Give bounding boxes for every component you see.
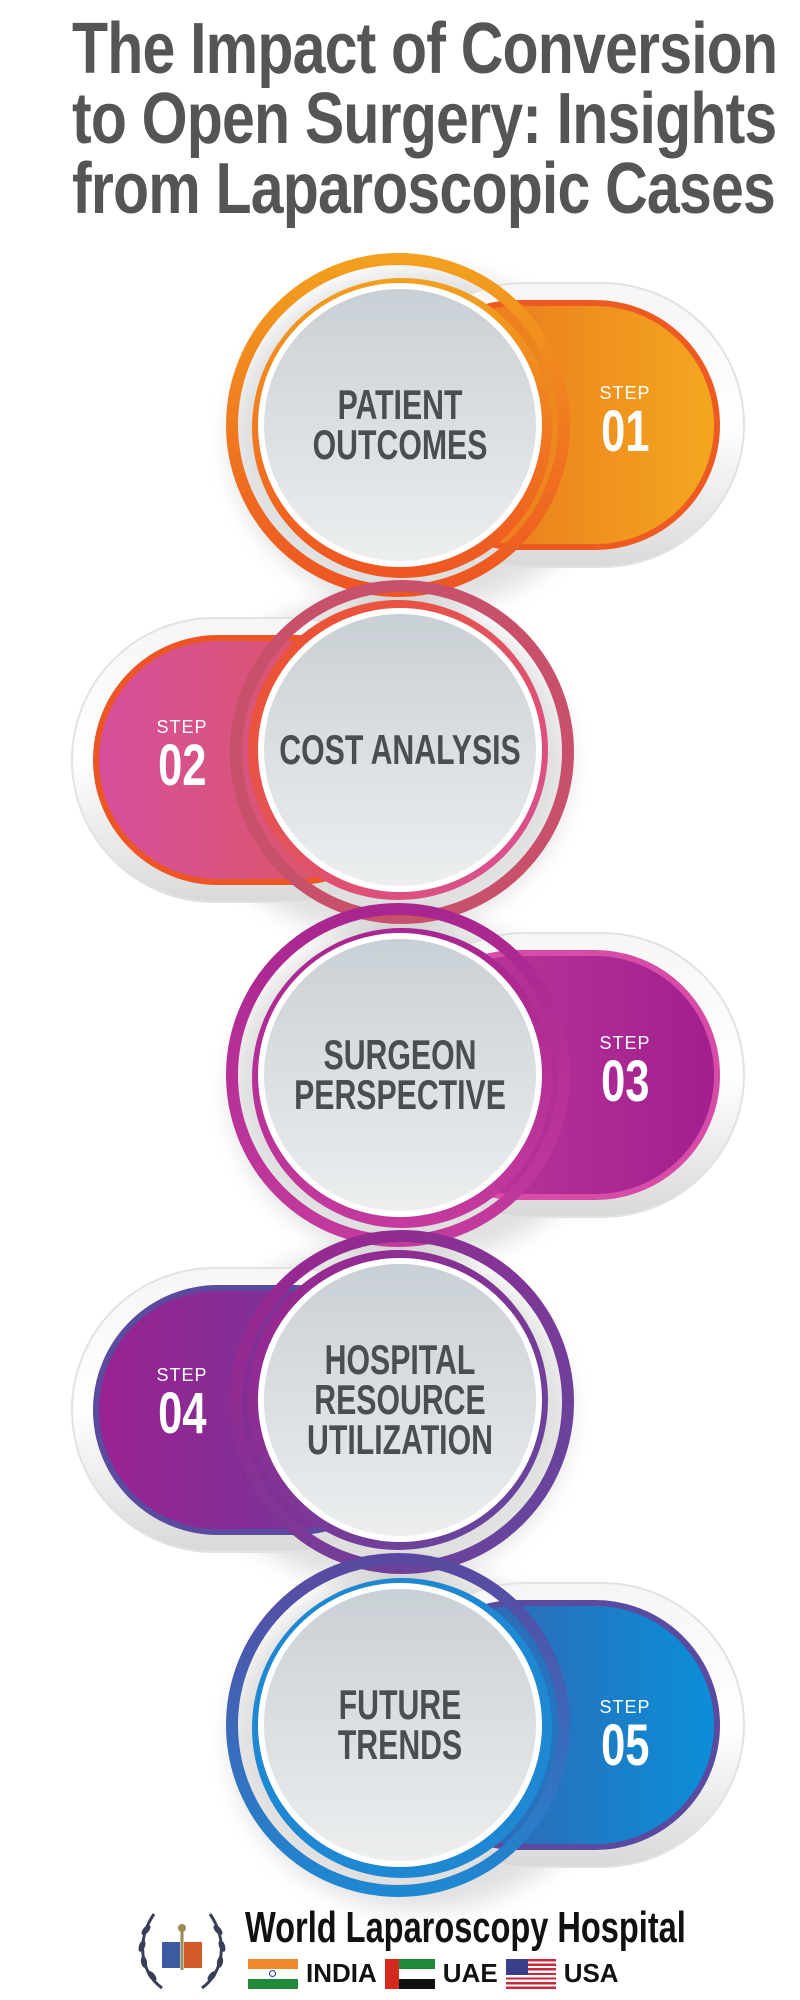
country-usa: USA: [505, 1958, 619, 1989]
step-number: 03: [600, 1049, 650, 1114]
step-number: 02: [157, 733, 207, 798]
step-1-label: PATIENT OUTCOMES: [312, 381, 488, 468]
uae-flag-icon: [384, 1958, 435, 1989]
step-2-label: COST ANALYSIS: [279, 726, 521, 773]
step-3-label: SURGEON PERSPECTIVE: [294, 1031, 506, 1118]
step-word: STEP: [599, 1033, 651, 1053]
step-2-badge: STEP 02: [142, 717, 222, 795]
step-4-badge: STEP 04: [142, 1365, 222, 1443]
step-number: 01: [600, 399, 650, 464]
step-number: 05: [600, 1713, 650, 1778]
step-5-badge: STEP 05: [585, 1697, 665, 1775]
step-3-badge: STEP 03: [585, 1033, 665, 1111]
title-line-2: to Open Surgery: Insights: [72, 79, 777, 159]
title-line-3: from Laparoscopic Cases: [72, 149, 776, 229]
step-word: STEP: [599, 1697, 651, 1717]
step-word: STEP: [156, 717, 208, 737]
step-number: 04: [157, 1381, 207, 1446]
page-title: The Impact of Conversion to Open Surgery…: [72, 9, 778, 229]
step-word: STEP: [156, 1365, 208, 1385]
brand-name: World Laparoscopy Hospital: [245, 1903, 686, 1952]
country-uae: UAE: [384, 1958, 498, 1989]
step-4-label: HOSPITAL RESOURCE UTILIZATION: [307, 1336, 493, 1463]
footer: World Laparoscopy Hospital INDIA UAE USA: [130, 1900, 690, 2000]
country-list: INDIA UAE USA: [248, 1958, 619, 1989]
hospital-logo-icon: [138, 1913, 226, 1990]
country-india: INDIA: [248, 1958, 377, 1989]
india-flag-icon: [248, 1958, 298, 1989]
step-word: STEP: [599, 383, 651, 403]
step-1-badge: STEP 01: [585, 383, 665, 461]
step-5-label: FUTURE TRENDS: [337, 1681, 463, 1768]
usa-flag-icon: [505, 1958, 556, 1989]
title-line-1: The Impact of Conversion: [72, 9, 778, 89]
